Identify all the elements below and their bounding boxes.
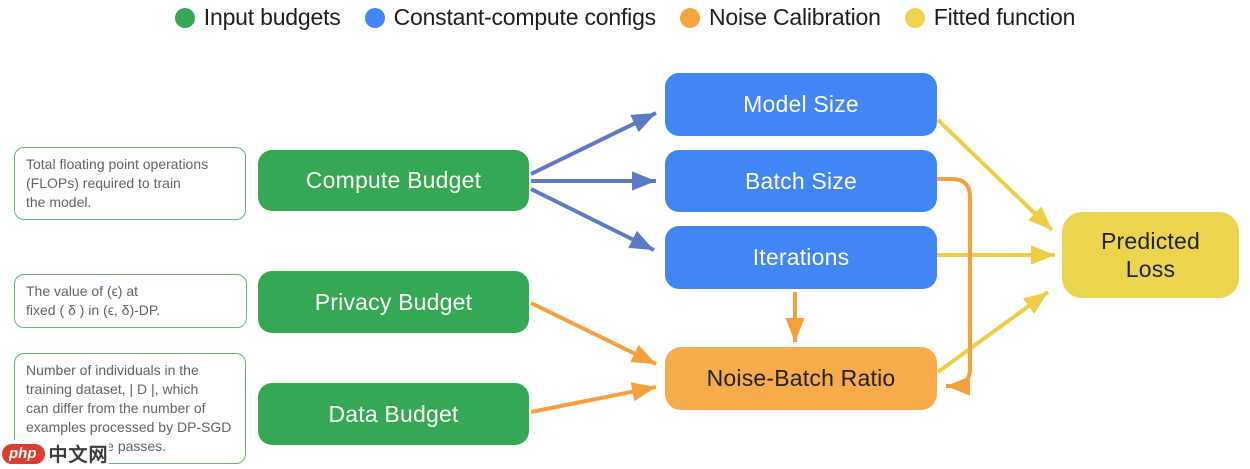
arrow-privacy-budget-to-noise-batch-ratio	[530, 301, 657, 366]
legend-label-input-budgets: Input budgets	[203, 4, 341, 30]
legend-dot-orange-icon	[679, 7, 700, 28]
node-iterations-label: Iterations	[752, 244, 850, 271]
legend-dot-yellow-icon	[904, 7, 925, 28]
legend-dot-blue-icon	[364, 7, 385, 28]
node-noise-batch-ratio-label: Noise-Batch Ratio	[706, 365, 896, 392]
watermark: php 中文网	[2, 440, 109, 467]
node-batch-size-label: Batch Size	[745, 167, 857, 194]
legend-label-constant-compute-configs: Constant-compute configs	[393, 4, 657, 30]
node-iterations: Iterations	[665, 226, 937, 289]
arrow-noise-batch-ratio-to-predicted-loss	[936, 290, 1050, 374]
legend-item-input-budgets: Input budgets	[174, 4, 341, 31]
node-privacy-budget-label: Privacy Budget	[314, 288, 473, 315]
node-compute-budget-label: Compute Budget	[305, 167, 482, 194]
note-privacy-budget-definition: The value of (ϵ) at fixed ( δ ) in (ϵ, δ…	[14, 274, 247, 329]
arrow-batch-size-to-noise-batch-ratio	[937, 177, 972, 396]
node-data-budget: Data Budget	[258, 383, 529, 445]
node-compute-budget: Compute Budget	[258, 150, 529, 211]
node-predicted-loss-label: Predicted Loss	[1101, 227, 1200, 282]
arrow-compute-budget-to-model-size	[530, 111, 657, 176]
arrow-compute-budget-to-iterations	[530, 187, 655, 252]
node-batch-size: Batch Size	[665, 150, 937, 212]
arrow-model-size-to-predicted-loss	[936, 118, 1054, 232]
legend-item-noise-calibration: Noise Calibration	[679, 4, 881, 31]
legend-item-constant-compute-configs: Constant-compute configs	[364, 4, 657, 31]
node-predicted-loss: Predicted Loss	[1062, 212, 1239, 298]
legend-item-fitted-function: Fitted function	[904, 4, 1076, 31]
watermark-site-name: 中文网	[48, 445, 109, 466]
legend: Input budgets Constant-compute configs N…	[0, 4, 1250, 31]
arrow-data-budget-to-noise-batch-ratio	[530, 382, 657, 414]
note-compute-budget-definition: Total floating point operations (FLOPs) …	[14, 147, 246, 221]
node-data-budget-label: Data Budget	[328, 400, 459, 427]
node-model-size: Model Size	[665, 73, 937, 136]
legend-dot-green-icon	[174, 7, 195, 28]
note-data-budget-definition: Number of individuals in the training da…	[14, 353, 246, 465]
node-model-size-label: Model Size	[743, 91, 859, 118]
node-privacy-budget: Privacy Budget	[258, 271, 529, 333]
node-noise-batch-ratio: Noise-Batch Ratio	[665, 347, 937, 410]
legend-label-fitted-function: Fitted function	[933, 4, 1076, 30]
legend-label-noise-calibration: Noise Calibration	[708, 4, 881, 30]
watermark-php-logo: php	[2, 443, 45, 464]
